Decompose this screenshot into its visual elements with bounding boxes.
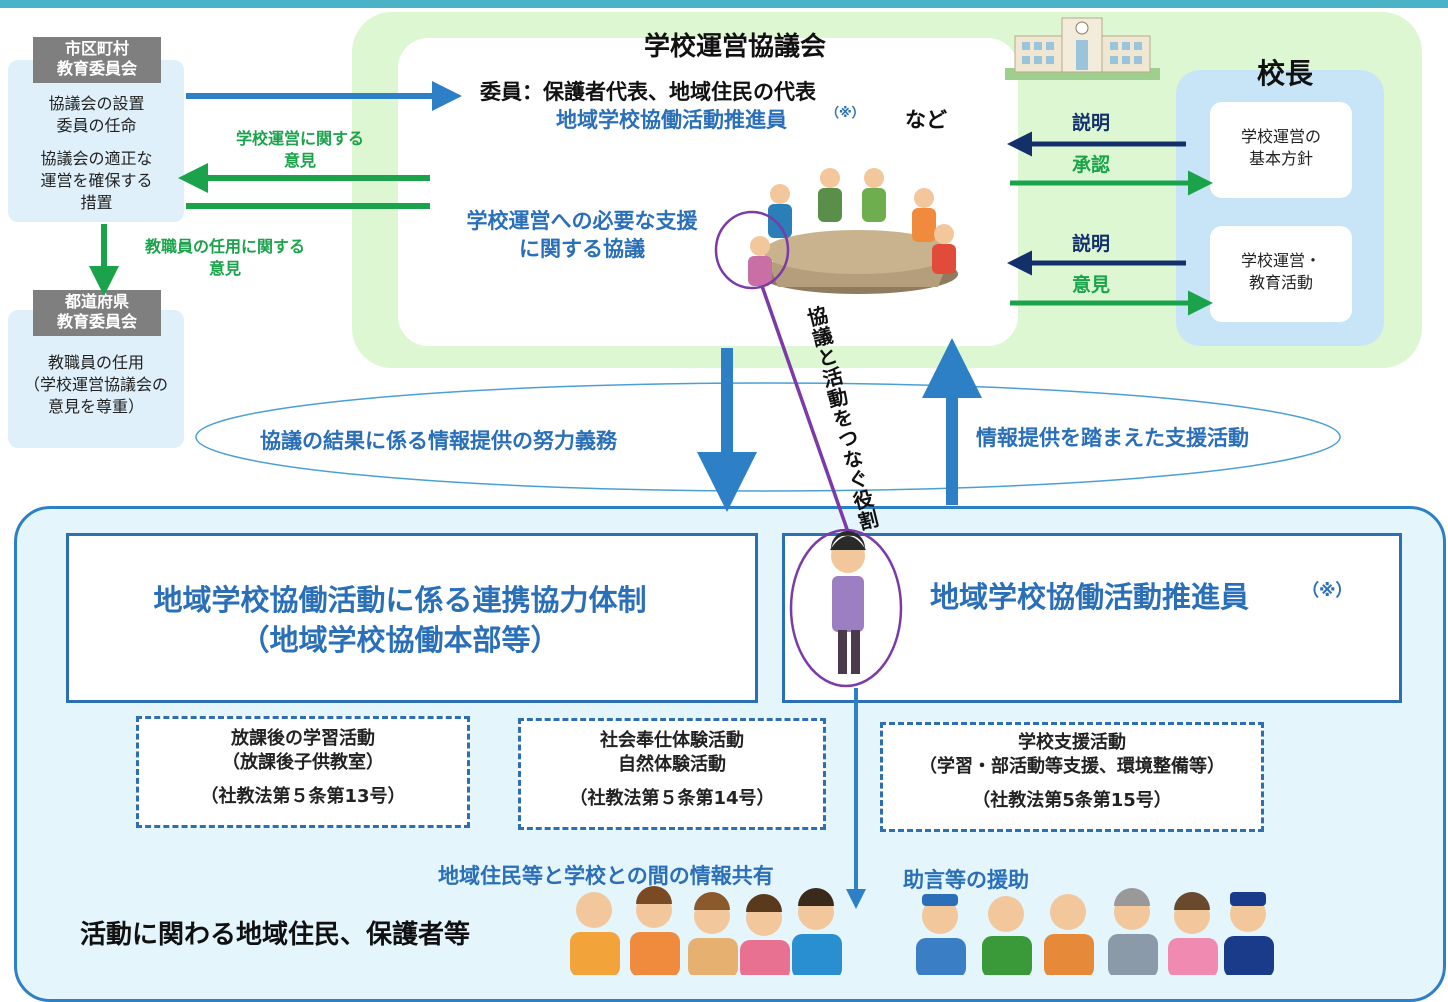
school-building-icon bbox=[1005, 17, 1160, 80]
label-explain2: 説明 bbox=[1072, 233, 1111, 255]
principal-box-operation-text: 学校運営・ 教育活動 bbox=[1240, 251, 1321, 292]
activity-box-after-school: 放課後の学習活動 （放課後子供教室） （社教法第５条第13号） bbox=[136, 716, 470, 828]
promoter-title: 地域学校協働活動推進員 bbox=[930, 580, 1250, 614]
council-members-mark: （※） bbox=[826, 106, 865, 121]
label-opinion: 意見 bbox=[1072, 274, 1111, 296]
city-board-panel bbox=[8, 60, 184, 222]
info-share-label: 地域住民等と学校との間の情報共有 bbox=[438, 864, 774, 888]
activity-box-social: 社会奉仕体験活動 自然体験活動 （社教法第５条第14号） bbox=[518, 718, 826, 830]
promoter-mark: （※） bbox=[1302, 581, 1353, 601]
principal-box-policy-text: 学校運営の 基本方針 bbox=[1240, 127, 1321, 168]
activity3-law: （社教法第5条第15号） bbox=[972, 790, 1172, 811]
activity1-title: 放課後の学習活動 （放課後子供教室） bbox=[222, 728, 384, 773]
council-members-promoter: 地域学校協働活動推進員 bbox=[556, 108, 787, 132]
residents-label: 活動に関わる地域住民、保護者等 bbox=[80, 920, 471, 950]
city-board-line1: 協議会の設置 委員の任命 bbox=[48, 94, 145, 135]
label-city-to-pref: 教職員の任用に関する 意見 bbox=[144, 237, 305, 278]
city-board-line2: 協議会の適正な 運営を確保する 措置 bbox=[40, 149, 153, 212]
connector-layer bbox=[89, 81, 1341, 909]
residents-illustration bbox=[570, 886, 842, 975]
system-title: 地域学校協働活動に係る連携協力体制 （地域学校協働本部等） bbox=[153, 583, 647, 657]
label-explain1: 説明 bbox=[1072, 112, 1111, 134]
activity2-title: 社会奉仕体験活動 自然体験活動 bbox=[600, 730, 744, 775]
label-council-to-city: 学校運営に関する 意見 bbox=[235, 129, 364, 170]
activity-box-school-support: 学校支援活動 （学習・部活動等支援、環境整備等） （社教法第5条第15号） bbox=[880, 722, 1264, 832]
principal-box-operation bbox=[1210, 226, 1352, 322]
city-board-header: 市区町村 教育委員会 bbox=[33, 37, 161, 83]
council-inner bbox=[398, 38, 1018, 346]
pref-board-body: 教職員の任用 （学校運営協議会の 意見を尊重） bbox=[23, 353, 168, 416]
activity2-law: （社教法第５条第14号） bbox=[569, 788, 775, 809]
supporters-illustration bbox=[916, 888, 1274, 975]
info-ellipse bbox=[195, 382, 1341, 492]
label-approve: 承認 bbox=[1072, 154, 1111, 176]
purple-circle-promoter bbox=[789, 528, 903, 688]
pref-board-header: 都道府県 教育委員会 bbox=[33, 290, 161, 336]
promoter-box bbox=[782, 533, 1402, 703]
ellipse-right-label: 情報提供を踏まえた支援活動 bbox=[976, 426, 1249, 450]
council-discussion: 学校運営への必要な支援 に関する協議 bbox=[466, 209, 698, 261]
principal-title: 校長 bbox=[1256, 57, 1313, 90]
principal-box-policy bbox=[1210, 102, 1352, 198]
purple-link bbox=[760, 285, 850, 533]
promoter-person-icon bbox=[830, 531, 866, 674]
top-accent-bar bbox=[0, 0, 1448, 8]
system-box bbox=[66, 533, 758, 703]
activity3-title: 学校支援活動 （学習・部活動等支援、環境整備等） bbox=[919, 732, 1225, 777]
council-members-suffix: など bbox=[905, 108, 947, 132]
ellipse-left-label: 協議の結果に係る情報提供の努力義務 bbox=[260, 429, 617, 453]
meeting-illustration bbox=[748, 168, 958, 294]
purple-circle-council bbox=[714, 210, 790, 290]
advice-label: 助言等の援助 bbox=[903, 868, 1029, 892]
activity1-law: （社教法第５条第13号） bbox=[200, 786, 406, 807]
council-members: 委員：保護者代表、地域住民の代表 bbox=[480, 80, 816, 104]
council-title: 学校運営協議会 bbox=[643, 32, 826, 62]
